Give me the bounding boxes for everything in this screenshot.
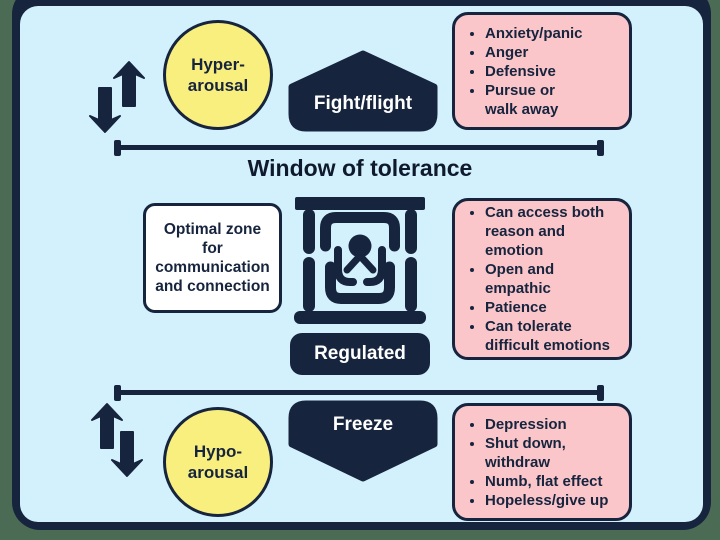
bullet-item: Can tolerate difficult emotions	[485, 317, 621, 355]
bullet-item: Anxiety/panic	[485, 24, 621, 43]
optimal-zone-box: Optimal zone for communication and conne…	[143, 203, 282, 313]
bullet-item: Patience	[485, 298, 621, 317]
hypo-arousal-label: Hypo- arousal	[187, 442, 249, 482]
hyper-arousal-symptoms-box: Anxiety/panicAngerDefensivePursue or wal…	[452, 12, 632, 130]
fight-flight-label: Fight/flight	[313, 93, 413, 114]
regulated-traits-list: Can access both reason and emotionOpen a…	[455, 203, 629, 355]
up-down-arrows-icon	[89, 61, 145, 133]
freeze-label: Freeze	[332, 414, 394, 435]
optimal-zone-label: Optimal zone for communication and conne…	[155, 221, 270, 295]
hypo-arousal-symptoms-list: DepressionShut down, withdrawNumb, flat …	[455, 415, 629, 510]
line-bar	[117, 390, 601, 395]
hypo-arousal-symptoms-box: DepressionShut down, withdrawNumb, flat …	[452, 403, 632, 521]
up-down-arrows-icon	[91, 403, 143, 477]
regulated-traits-box: Can access both reason and emotionOpen a…	[452, 198, 632, 360]
bullet-item: Can access both reason and emotion	[485, 203, 621, 260]
line-end-tick	[597, 140, 604, 156]
bullet-item: Pursue or walk away	[485, 81, 621, 119]
regulated-badge: Regulated	[290, 333, 430, 375]
freeze-shape	[288, 400, 438, 482]
hyper-arousal-symptoms-list: Anxiety/panicAngerDefensivePursue or wal…	[455, 24, 629, 119]
hypo-arousal-circle: Hypo- arousal	[163, 407, 273, 517]
bullet-item: Defensive	[485, 62, 621, 81]
bullet-item: Shut down, withdraw	[485, 434, 621, 472]
tolerance-upper-boundary-line	[114, 140, 604, 156]
fight-flight-shape	[288, 50, 438, 132]
tolerance-lower-boundary-line	[114, 385, 604, 401]
bullet-item: Hopeless/give up	[485, 491, 621, 510]
bullet-item: Depression	[485, 415, 621, 434]
bullet-item: Open and empathic	[485, 260, 621, 298]
diagram-title: Window of tolerance	[247, 155, 473, 181]
hyper-arousal-label: Hyper- arousal	[187, 55, 249, 95]
line-bar	[117, 145, 601, 150]
bullet-item: Numb, flat effect	[485, 472, 621, 491]
bullet-item: Anger	[485, 43, 621, 62]
person-in-frame-icon	[294, 197, 426, 324]
regulated-label: Regulated	[314, 343, 406, 364]
hyper-arousal-circle: Hyper- arousal	[163, 20, 273, 130]
line-end-tick	[597, 385, 604, 401]
person-head	[348, 234, 372, 258]
